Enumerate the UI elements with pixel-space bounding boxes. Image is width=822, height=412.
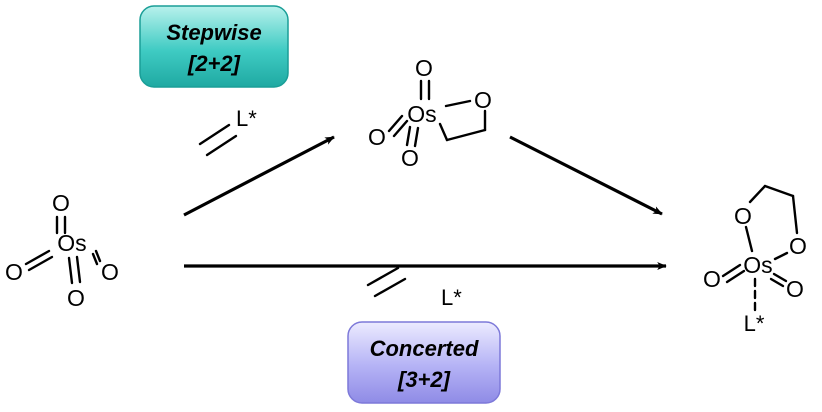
oxygen-atom: O — [368, 124, 386, 150]
concerted-type: [3+2] — [397, 367, 451, 392]
osmium-atom: Os — [57, 230, 86, 256]
oxygen-atom: O — [67, 285, 85, 311]
concerted-badge: Concerted [3+2] — [347, 321, 501, 404]
oxygen-atom: O — [401, 145, 419, 171]
oxygen-atom: O — [789, 233, 807, 259]
oxygen-atom: O — [5, 259, 23, 285]
oxygen-atom: O — [101, 259, 119, 285]
ethylene-reagent-top: L* — [198, 106, 257, 157]
ligand-label-bottom: L* — [441, 285, 462, 310]
ethylene-reagent-bottom: L* — [366, 266, 462, 310]
osmium-atom: Os — [407, 101, 436, 127]
osmate-ester-product: Os O O O O L* — [703, 184, 807, 336]
stepwise-label: Stepwise — [166, 20, 261, 45]
oxygen-atom: O — [415, 55, 433, 81]
stepwise-type: [2+2] — [187, 51, 241, 76]
stepwise-arrow-2 — [509, 135, 663, 216]
osmaoxetane-intermediate: Os O O O O — [368, 55, 492, 171]
oxygen-atom: O — [786, 276, 804, 302]
osmium-atom: Os — [743, 252, 772, 278]
oxygen-atom: O — [703, 266, 721, 292]
oxygen-atom: O — [474, 87, 492, 113]
oso4-molecule: Os O O O O — [5, 190, 119, 311]
stepwise-badge: Stepwise [2+2] — [139, 5, 289, 88]
stepwise-arrow-1 — [183, 135, 335, 217]
oxygen-atom: O — [734, 203, 752, 229]
ligand-label-top: L* — [236, 106, 257, 131]
oxygen-atom: O — [52, 190, 70, 216]
product-ligand-label: L* — [744, 311, 765, 336]
concerted-label: Concerted — [370, 336, 479, 361]
